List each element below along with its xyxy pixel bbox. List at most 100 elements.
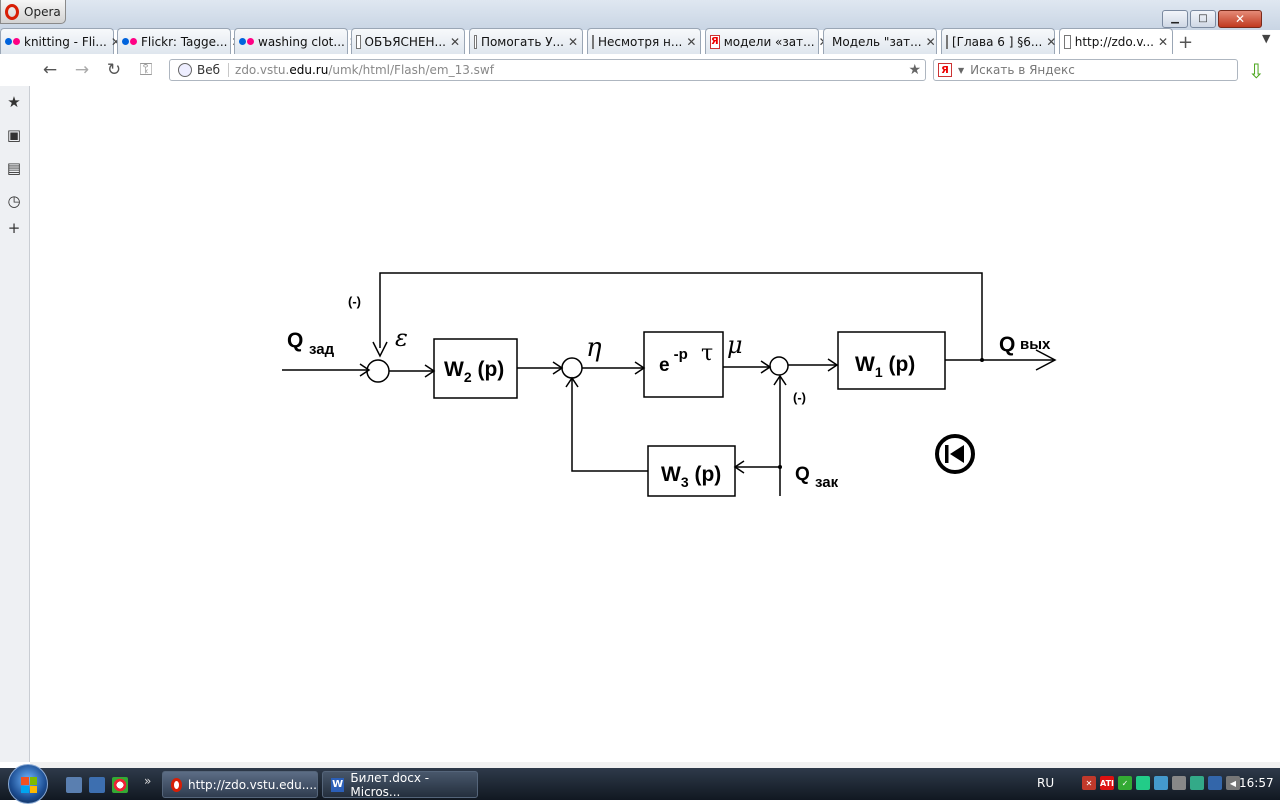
tab[interactable]: knitting - Fli... ✕ xyxy=(0,28,121,54)
feedback-line-main xyxy=(379,272,983,360)
opera-menu-button[interactable]: Opera xyxy=(0,0,66,24)
device-icon[interactable] xyxy=(1172,776,1186,790)
tab-close-icon[interactable]: ✕ xyxy=(1158,34,1169,49)
yandex-icon[interactable]: Я xyxy=(938,63,952,77)
taskbar-item-label: Билет.docx - Micros... xyxy=(350,770,430,799)
tab-active[interactable]: http://zdo.v... ✕ xyxy=(1059,28,1173,54)
output-subscript: вых xyxy=(1020,336,1051,353)
minimize-icon: ▁ xyxy=(1171,13,1179,24)
bookmarks-star-icon[interactable]: ★ xyxy=(7,93,21,111)
address-field[interactable]: Веб zdo.vstu.edu.ru/umk/html/Flash/em_13… xyxy=(169,59,926,81)
windows-logo-icon xyxy=(21,777,37,793)
delay-tau: τ xyxy=(701,341,713,366)
block-diagram: Q зад (-) W2 (p) e-p τ W1 (p) Q вых (-) … xyxy=(282,272,1057,497)
maximize-button[interactable]: □ xyxy=(1190,10,1216,28)
url-domain: edu.ru xyxy=(289,63,329,77)
rewind-button[interactable] xyxy=(935,434,975,474)
language-indicator[interactable]: RU xyxy=(1037,776,1055,790)
back-button[interactable]: ← xyxy=(42,60,58,80)
arrowhead xyxy=(1035,349,1057,371)
bookmark-star-icon[interactable]: ★ xyxy=(908,62,921,78)
tab-close-icon[interactable]: ✕ xyxy=(1046,34,1057,49)
tab[interactable]: washing clot... ✕ xyxy=(234,28,359,54)
system-tray: ✕ ATI ✓ ◀ xyxy=(1082,776,1240,790)
close-window-button[interactable]: ✕ xyxy=(1218,10,1262,28)
tab-list-icon[interactable]: ▼ xyxy=(1262,32,1271,45)
notes-icon[interactable]: ▤ xyxy=(6,159,22,177)
word-icon: W xyxy=(331,777,345,792)
tab-label: [Глава 6 ] §6... xyxy=(952,34,1043,49)
tab[interactable]: Я модели «зат... ✕ xyxy=(705,28,829,54)
safely-remove-icon[interactable] xyxy=(1190,776,1204,790)
tab[interactable]: Несмотря н... ✕ xyxy=(587,28,701,54)
signal-epsilon: ε xyxy=(395,324,408,352)
add-panel-icon[interactable]: + xyxy=(7,219,21,237)
taskbar-item-opera[interactable]: http://zdo.vstu.edu.... xyxy=(162,771,318,798)
reload-button[interactable]: ↻ xyxy=(106,60,122,80)
taskbar: » http://zdo.vstu.edu.... W Билет.docx -… xyxy=(0,764,1280,804)
tab[interactable]: Flickr: Tagge... ✕ xyxy=(117,28,242,54)
delay-label: e-p xyxy=(659,346,688,376)
search-field[interactable]: Я ▼ Искать в Яндекс xyxy=(933,59,1238,81)
new-tab-button[interactable]: + xyxy=(1178,32,1194,53)
network-globe-icon[interactable] xyxy=(1136,776,1150,790)
tab-close-icon[interactable]: ✕ xyxy=(686,34,697,49)
tab-close-icon[interactable]: ✕ xyxy=(568,34,579,49)
side-panel: ★ ▣ ▤ ◷ + xyxy=(0,86,30,762)
w2-subscript: 2 xyxy=(464,369,472,385)
page-icon xyxy=(946,34,948,49)
show-desktop-icon[interactable] xyxy=(66,777,82,793)
antivirus-icon[interactable]: ✕ xyxy=(1082,776,1096,790)
signal-mu: μ xyxy=(727,331,743,359)
tab-close-icon[interactable]: ✕ xyxy=(925,34,936,49)
close-icon: ✕ xyxy=(1234,12,1246,26)
clock[interactable]: 16:57 xyxy=(1239,776,1274,790)
start-button[interactable] xyxy=(8,764,48,804)
download-icon[interactable]: ⇩ xyxy=(1248,59,1265,83)
tab-close-icon[interactable]: ✕ xyxy=(110,34,121,49)
tab-close-icon[interactable]: ✕ xyxy=(450,34,461,49)
navigation-bar: ← → ↻ ⚿ Веб zdo.vstu.edu.ru/umk/html/Fla… xyxy=(0,54,1280,86)
app-name: Opera xyxy=(24,4,61,19)
check-icon[interactable]: ✓ xyxy=(1118,776,1132,790)
search-placeholder: Искать в Яндекс xyxy=(970,63,1075,77)
delay-base: e xyxy=(659,355,670,376)
tab[interactable]: Помогать У... ✕ xyxy=(469,28,583,54)
switch-windows-icon[interactable] xyxy=(89,777,105,793)
minus-sign-top: (-) xyxy=(348,294,361,309)
arrowhead xyxy=(773,374,787,386)
tab[interactable]: Модель "зат... ✕ xyxy=(823,28,937,54)
taskbar-item-word[interactable]: W Билет.docx - Micros... xyxy=(322,770,478,799)
minus-sign-right: (-) xyxy=(793,390,806,405)
w3-argument: (p) xyxy=(689,463,722,486)
chevron-down-icon[interactable]: ▼ xyxy=(958,65,965,75)
tab-label: модели «зат... xyxy=(723,34,815,49)
signal-eta: η xyxy=(586,333,602,363)
tab-label: Несмотря н... xyxy=(598,34,683,49)
history-clock-icon[interactable]: ◷ xyxy=(7,192,21,210)
tab-label: Модель "зат... xyxy=(832,34,922,49)
tab[interactable]: ОБЪЯСНЕН... ✕ xyxy=(351,28,465,54)
opera-logo-icon xyxy=(5,3,19,20)
disturbance-q-label: Q xyxy=(795,464,810,485)
block-w1-label: W1 (p) xyxy=(855,353,915,380)
w3-letter: W xyxy=(661,463,681,486)
quicklaunch-more-icon[interactable]: » xyxy=(144,774,152,788)
network-icon[interactable] xyxy=(1208,776,1222,790)
tab[interactable]: [Глава 6 ] §6... ✕ xyxy=(941,28,1057,54)
w1-argument: (p) xyxy=(883,353,916,376)
arrowhead xyxy=(565,376,579,388)
chrome-icon[interactable] xyxy=(112,777,128,793)
feedback-line-inner xyxy=(571,379,648,472)
widgets-icon[interactable]: ▣ xyxy=(6,126,22,144)
taskbar-item-label: http://zdo.vstu.edu.... xyxy=(188,777,317,792)
key-icon[interactable]: ⚿ xyxy=(139,60,153,80)
dropbox-icon[interactable] xyxy=(1154,776,1168,790)
volume-icon[interactable]: ◀ xyxy=(1226,776,1240,790)
ati-icon[interactable]: ATI xyxy=(1100,776,1114,790)
forward-button[interactable]: → xyxy=(74,60,90,80)
arrowhead xyxy=(359,363,371,377)
minimize-button[interactable]: ▁ xyxy=(1162,10,1188,28)
url-text[interactable]: zdo.vstu.edu.ru/umk/html/Flash/em_13.swf xyxy=(235,63,908,77)
